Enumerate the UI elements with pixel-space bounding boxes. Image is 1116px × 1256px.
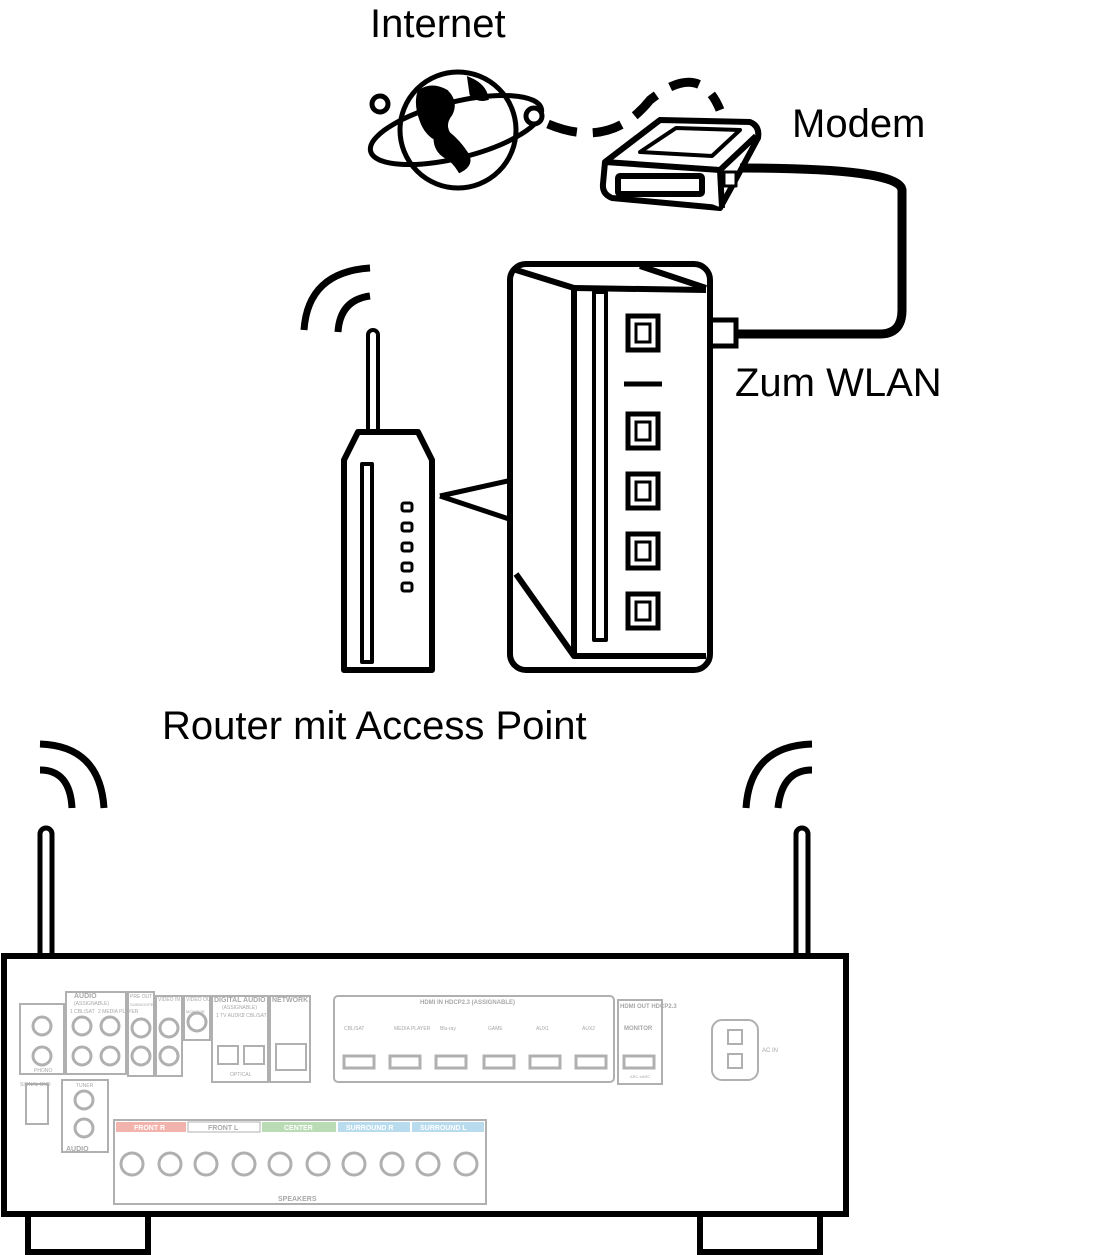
svg-text:SUBWOOFER: SUBWOOFER	[130, 1002, 156, 1007]
internet-label: Internet	[370, 2, 506, 46]
svg-text:(ASSIGNABLE): (ASSIGNABLE)	[222, 1005, 257, 1011]
svg-text:AUX1: AUX1	[536, 1026, 549, 1032]
svg-text:AUDIO: AUDIO	[66, 1146, 89, 1153]
svg-text:FRONT R: FRONT R	[134, 1125, 165, 1132]
svg-text:2 CBL/SAT: 2 CBL/SAT	[242, 1013, 267, 1019]
audio-in-text: AUDIO	[74, 993, 97, 1000]
svg-text:AC IN: AC IN	[762, 1048, 778, 1054]
svg-text:CBL/SAT: CBL/SAT	[344, 1026, 364, 1032]
svg-text:MONITOR: MONITOR	[186, 1009, 205, 1014]
callout-lines	[439, 477, 513, 523]
router-icon	[341, 328, 435, 673]
svg-text:PRE OUT: PRE OUT	[130, 994, 152, 1000]
modem-label: Modem	[792, 102, 926, 146]
router-label: Router mit Access Point	[162, 704, 587, 748]
ethernet-ports	[625, 313, 661, 631]
svg-text:GAME: GAME	[488, 1026, 503, 1032]
svg-text:PHONO: PHONO	[34, 1068, 52, 1074]
receiver-feet	[25, 1211, 823, 1255]
speaker-headers	[116, 1121, 484, 1133]
svg-text:SPEAKERS: SPEAKERS	[278, 1196, 317, 1203]
router-wifi-icon	[300, 264, 371, 333]
svg-text:CENTER: CENTER	[284, 1125, 313, 1132]
svg-text:HDMI IN HDCP2.3 (ASSIGNABLE): HDMI IN HDCP2.3 (ASSIGNABLE)	[420, 1000, 515, 1006]
svg-text:1 TV AUDIO: 1 TV AUDIO	[216, 1013, 244, 1019]
wlan-label: Zum WLAN	[735, 361, 942, 405]
svg-text:ARC eARC: ARC eARC	[630, 1074, 650, 1079]
speaker-terminals	[119, 1151, 479, 1177]
svg-text:HDMI OUT HDCP2.3: HDMI OUT HDCP2.3	[620, 1004, 677, 1010]
svg-text:(ASSIGNABLE): (ASSIGNABLE)	[74, 1001, 109, 1007]
svg-text:TUNER: TUNER	[76, 1083, 94, 1089]
svg-text:Blu-ray: Blu-ray	[440, 1026, 456, 1032]
svg-text:SURROUND L: SURROUND L	[420, 1125, 467, 1132]
svg-text:FRONT L: FRONT L	[208, 1125, 239, 1132]
receiver-panel	[19, 991, 759, 1205]
hdmi-ports	[342, 1054, 656, 1070]
modem-icon	[599, 117, 762, 211]
svg-text:2 MEDIA PLAYER: 2 MEDIA PLAYER	[98, 1009, 139, 1015]
svg-text:VIDEO IN: VIDEO IN	[158, 997, 180, 1003]
svg-text:AUX2: AUX2	[582, 1026, 595, 1032]
svg-text:NETWORK: NETWORK	[272, 997, 308, 1004]
rca-jacks	[31, 1011, 208, 1139]
svg-text:MEDIA PLAYER: MEDIA PLAYER	[394, 1026, 431, 1032]
wifi-left-icon	[39, 740, 108, 809]
svg-text:MONITOR: MONITOR	[624, 1026, 653, 1032]
svg-text:SIGNAL GND: SIGNAL GND	[20, 1082, 51, 1088]
wifi-right-icon	[742, 740, 813, 809]
svg-text:OPTICAL: OPTICAL	[230, 1072, 252, 1078]
receiver-panel-text: AUDIO (ASSIGNABLE) 1 CBL/SAT 2 MEDIA PLA…	[20, 993, 778, 1203]
modem-router-cable	[738, 163, 907, 339]
svg-text:1 CBL/SAT: 1 CBL/SAT	[70, 1009, 95, 1015]
svg-text:SURROUND R: SURROUND R	[346, 1125, 393, 1132]
globe-icon	[367, 69, 545, 191]
router-zoom-panel	[507, 261, 713, 673]
internet-link-line	[546, 77, 725, 138]
svg-text:DIGITAL AUDIO: DIGITAL AUDIO	[214, 997, 266, 1004]
svg-text:VIDEO OUT: VIDEO OUT	[186, 997, 214, 1003]
